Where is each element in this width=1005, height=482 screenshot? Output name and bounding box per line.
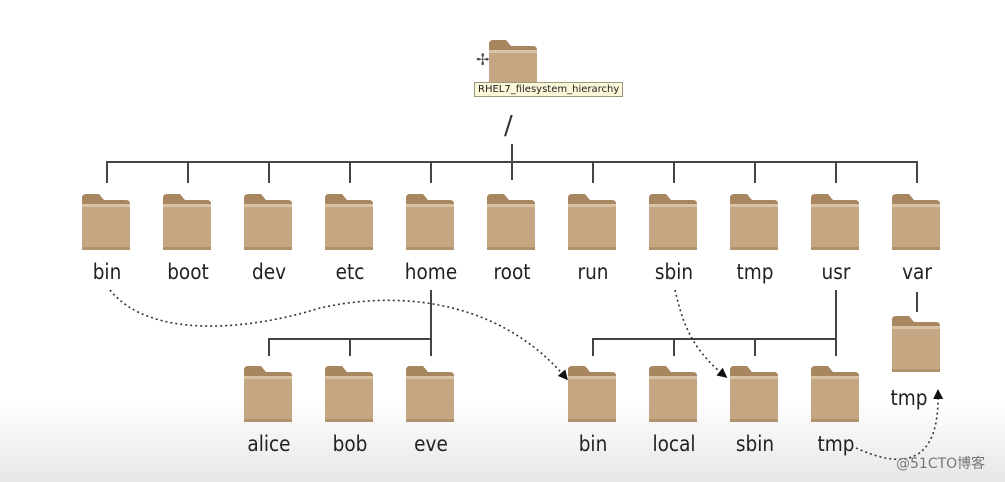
folder-icon-home[interactable] <box>404 192 456 252</box>
label-usr-tmp: tmp <box>817 432 855 456</box>
connector-usr-bin <box>592 338 594 356</box>
connector-top-bus <box>106 161 918 163</box>
connector-home-down <box>430 290 432 340</box>
root-tooltip: RHEL7_filesystem_hierarchy <box>474 82 624 97</box>
connector-boot <box>187 161 189 183</box>
label-run: run <box>577 260 609 284</box>
folder-icon-usr-tmp[interactable] <box>809 364 861 424</box>
folder-icon-boot[interactable] <box>161 192 213 252</box>
connector-var <box>916 161 918 183</box>
label-var-tmp: tmp <box>890 386 928 410</box>
folder-icon-usr-bin[interactable] <box>566 364 618 424</box>
label-usr-bin: bin <box>578 432 608 456</box>
label-eve: eve <box>414 432 448 456</box>
folder-icon-root-dir[interactable] <box>485 192 537 252</box>
connector-dev <box>268 161 270 183</box>
folder-icon-var-tmp[interactable] <box>890 314 942 374</box>
label-var: var <box>902 260 932 284</box>
label-boot: boot <box>167 260 209 284</box>
connector-bob <box>349 338 351 356</box>
label-etc: etc <box>335 260 365 284</box>
label-alice: alice <box>247 432 291 456</box>
folder-icon-dev[interactable] <box>242 192 294 252</box>
label-usr-sbin: sbin <box>735 432 775 456</box>
connector-alice <box>268 338 270 356</box>
label-root: root <box>493 260 531 284</box>
label-home: home <box>404 260 458 284</box>
label-bin: bin <box>92 260 122 284</box>
folder-icon-usr-sbin[interactable] <box>728 364 780 424</box>
connector-usr <box>835 161 837 183</box>
folder-icon-sbin[interactable] <box>647 192 699 252</box>
label-dev: dev <box>251 260 287 284</box>
connector-sbin <box>673 161 675 183</box>
label-usr: usr <box>821 260 851 284</box>
folder-icon-usr[interactable] <box>809 192 861 252</box>
folder-icon-alice[interactable] <box>242 364 294 424</box>
connector-bin <box>106 161 108 183</box>
root-label: / <box>504 111 513 141</box>
connector-home <box>430 161 432 183</box>
label-bob: bob <box>332 432 368 456</box>
connector-run <box>592 161 594 183</box>
label-usr-local: local <box>652 432 696 456</box>
folder-icon-bin[interactable] <box>80 192 132 252</box>
connector-usr-tmp <box>835 338 837 356</box>
folder-icon-run[interactable] <box>566 192 618 252</box>
connector-usr-down <box>835 290 837 340</box>
folder-icon-usr-local[interactable] <box>647 364 699 424</box>
connector-var-down <box>916 292 918 312</box>
folder-icon-var[interactable] <box>890 192 942 252</box>
folder-icon-tmp[interactable] <box>728 192 780 252</box>
folder-icon-bob[interactable] <box>323 364 375 424</box>
connector-tmp <box>754 161 756 183</box>
move-cursor-icon: ✢ <box>476 50 490 69</box>
connector-etc <box>349 161 351 183</box>
label-tmp: tmp <box>736 260 774 284</box>
watermark: @51CTO博客 <box>896 456 986 472</box>
folder-icon-eve[interactable] <box>404 364 456 424</box>
folder-icon-etc[interactable] <box>323 192 375 252</box>
connector-usr-sbin <box>754 338 756 356</box>
connector-usr-bus <box>592 338 837 340</box>
label-sbin: sbin <box>654 260 694 284</box>
connector-usr-local <box>673 338 675 356</box>
connector-eve <box>430 338 432 356</box>
